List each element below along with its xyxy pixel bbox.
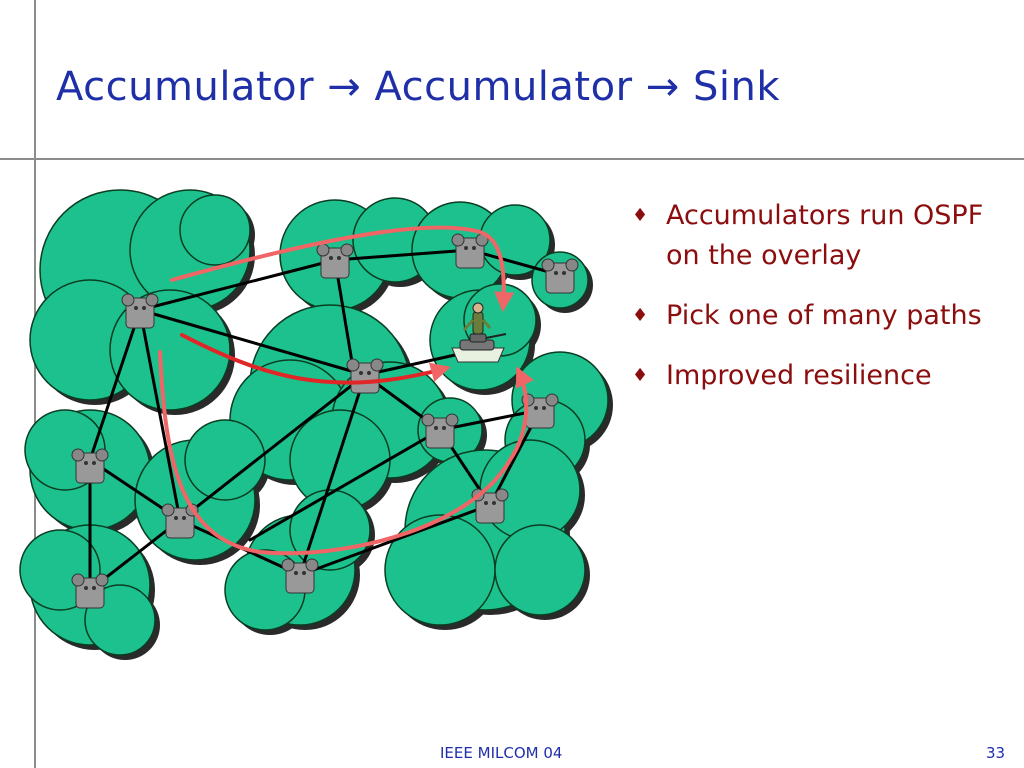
accumulator-nodes <box>71 233 579 609</box>
path-arrow-bottom <box>158 350 534 556</box>
accumulator-node <box>451 233 489 269</box>
accumulator-node <box>71 448 109 484</box>
cloud-bottom-right <box>384 439 586 626</box>
bullet-item: ♦ Accumulators run OSPF on the overlay <box>632 196 1012 276</box>
accumulator-node <box>281 558 319 594</box>
bullet-text: Pick one of many paths <box>666 300 982 331</box>
sink-tank-icon <box>451 302 507 363</box>
diamond-bullet-icon: ♦ <box>632 205 649 226</box>
accumulator-node <box>541 258 579 294</box>
diamond-bullet-icon: ♦ <box>632 365 649 386</box>
cloud-regions <box>19 189 609 656</box>
bullet-text: Accumulators run OSPF on the overlay <box>666 200 984 271</box>
accumulator-node <box>121 293 159 329</box>
accumulator-node <box>521 393 559 429</box>
accumulator-node <box>316 243 354 279</box>
vertical-divider <box>34 0 36 768</box>
path-arrows <box>158 225 534 556</box>
horizontal-divider <box>0 158 1024 160</box>
footer-text: IEEE MILCOM 04 <box>440 744 563 762</box>
slide-title: Accumulator → Accumulator → Sink <box>56 64 780 110</box>
bullet-item: ♦ Improved resilience <box>632 356 1012 396</box>
path-arrow-top <box>170 225 515 312</box>
page-number: 33 <box>986 744 1006 762</box>
network-diagram <box>19 189 613 660</box>
diamond-bullet-icon: ♦ <box>632 305 649 326</box>
bullet-text: Improved resilience <box>666 360 932 391</box>
accumulator-node <box>346 358 384 394</box>
bullet-list: ♦ Accumulators run OSPF on the overlay ♦… <box>632 196 1012 416</box>
accumulator-node <box>421 413 459 449</box>
accumulator-node <box>71 573 109 609</box>
path-arrow-middle <box>180 333 451 385</box>
bullet-item: ♦ Pick one of many paths <box>632 296 1012 336</box>
